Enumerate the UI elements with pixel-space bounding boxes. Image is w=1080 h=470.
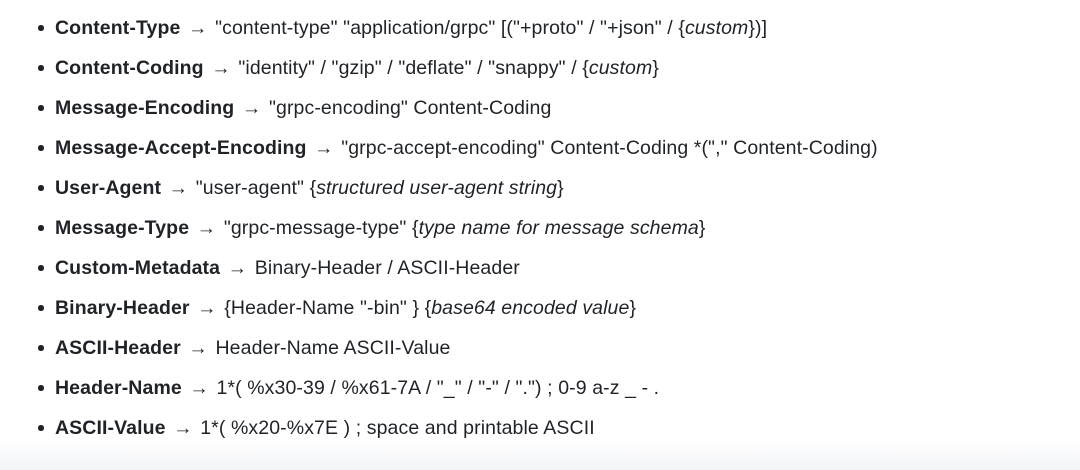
definition-literal: "grpc-message-type" { xyxy=(223,217,419,239)
definition-literal: "content-type" "application/grpc" [("+pr… xyxy=(215,17,685,39)
rule-term: ASCII-Value xyxy=(55,417,166,439)
definition-literal: })] xyxy=(748,17,768,39)
list-item: Header-Name → 1*( %x30-39 / %x61-7A / "_… xyxy=(0,368,1080,408)
bullet-dot-icon xyxy=(38,225,44,231)
rule-term: ASCII-Header xyxy=(55,337,181,359)
definition-placeholder: custom xyxy=(684,17,749,39)
definition-literal: } xyxy=(557,177,564,199)
rule-term: Custom-Metadata xyxy=(55,257,221,279)
arrow-icon: → xyxy=(188,337,208,359)
bullet-dot-icon xyxy=(38,105,44,111)
definition-placeholder: structured user-agent string xyxy=(316,177,558,199)
list-item: User-Agent → "user-agent" {structured us… xyxy=(0,168,1080,208)
bullet-dot-icon xyxy=(38,185,44,191)
arrow-icon: → xyxy=(314,137,334,159)
arrow-icon: → xyxy=(173,417,193,439)
definition-placeholder: custom xyxy=(588,57,653,79)
list-item: ASCII-Header → Header-Name ASCII-Value xyxy=(0,328,1080,368)
rule-term: Content-Coding xyxy=(55,57,204,79)
rule-term: Binary-Header xyxy=(55,297,190,319)
definition-literal: } xyxy=(652,57,659,79)
arrow-icon: → xyxy=(211,57,231,79)
arrow-icon: → xyxy=(227,257,248,279)
list-item: ASCII-Value → 1*( %x20-%x7E ) ; space an… xyxy=(0,408,1080,448)
definition-literal: {Header-Name "-bin" } { xyxy=(224,297,432,319)
definition-literal: "identity" / "gzip" / "deflate" / "snapp… xyxy=(238,57,589,79)
rule-definition: 1*( %x30-39 / %x61-7A / "_" / "-" / ".")… xyxy=(217,377,660,399)
bullet-dot-icon xyxy=(38,425,44,431)
definition-literal: Binary-Header / ASCII-Header xyxy=(254,257,520,279)
list-item: Message-Accept-Encoding → "grpc-accept-e… xyxy=(0,128,1080,168)
rule-term: Content-Type xyxy=(55,17,181,39)
list-item: Message-Type → "grpc-message-type" {type… xyxy=(0,208,1080,248)
arrow-icon: → xyxy=(197,297,217,319)
bullet-dot-icon xyxy=(38,385,44,391)
bullet-dot-icon xyxy=(38,305,44,311)
rule-definition: "grpc-message-type" {type name for messa… xyxy=(224,217,706,239)
definition-placeholder: base64 encoded value xyxy=(431,297,630,319)
rule-definition: "grpc-encoding" Content-Coding xyxy=(269,97,551,119)
list-item: Custom-Metadata → Binary-Header / ASCII-… xyxy=(0,248,1080,288)
rule-definition: "identity" / "gzip" / "deflate" / "snapp… xyxy=(238,57,659,79)
bullet-dot-icon xyxy=(38,145,44,151)
definition-literal: 1*( %x20-%x7E ) ; space and printable AS… xyxy=(200,417,595,439)
bullet-dot-icon xyxy=(38,65,44,71)
definition-literal: Header-Name ASCII-Value xyxy=(215,337,451,359)
rule-definition: "content-type" "application/grpc" [("+pr… xyxy=(215,17,767,39)
rule-term: Header-Name xyxy=(55,377,182,399)
list-item: Binary-Header → {Header-Name "-bin" } {b… xyxy=(0,288,1080,328)
list-item: Content-Type → "content-type" "applicati… xyxy=(0,8,1080,48)
arrow-icon: → xyxy=(187,17,208,39)
definition-literal: } xyxy=(698,217,706,239)
rule-term: Message-Encoding xyxy=(55,97,235,119)
grpc-header-grammar-list: Content-Type → "content-type" "applicati… xyxy=(0,8,1080,448)
rule-definition: Binary-Header / ASCII-Header xyxy=(255,257,520,279)
bullet-dot-icon xyxy=(38,265,44,271)
rule-definition: 1*( %x20-%x7E ) ; space and printable AS… xyxy=(200,417,595,439)
list-item: Content-Coding → "identity" / "gzip" / "… xyxy=(0,48,1080,88)
arrow-icon: → xyxy=(189,377,209,399)
rule-definition: "user-agent" {structured user-agent stri… xyxy=(196,177,564,199)
rule-term: Message-Type xyxy=(55,217,190,239)
list-item: Message-Encoding → "grpc-encoding" Conte… xyxy=(0,88,1080,128)
arrow-icon: → xyxy=(241,97,262,119)
rule-term: Message-Accept-Encoding xyxy=(55,137,307,159)
definition-literal: "user-agent" { xyxy=(195,177,317,199)
bullet-dot-icon xyxy=(38,345,44,351)
rule-definition: Header-Name ASCII-Value xyxy=(216,337,451,359)
definition-literal: 1*( %x30-39 / %x61-7A / "_" / "-" / ".")… xyxy=(216,377,660,399)
definition-literal: "grpc-accept-encoding" Content-Coding *(… xyxy=(341,137,878,159)
rule-definition: {Header-Name "-bin" } {base64 encoded va… xyxy=(224,297,636,319)
definition-literal: "grpc-encoding" Content-Coding xyxy=(268,97,552,119)
arrow-icon: → xyxy=(196,217,217,239)
bullet-dot-icon xyxy=(38,25,44,31)
definition-literal: } xyxy=(629,297,637,319)
rule-definition: "grpc-accept-encoding" Content-Coding *(… xyxy=(341,137,878,159)
arrow-icon: → xyxy=(168,177,189,199)
definition-placeholder: type name for message schema xyxy=(418,217,699,239)
rule-term: User-Agent xyxy=(55,177,162,199)
